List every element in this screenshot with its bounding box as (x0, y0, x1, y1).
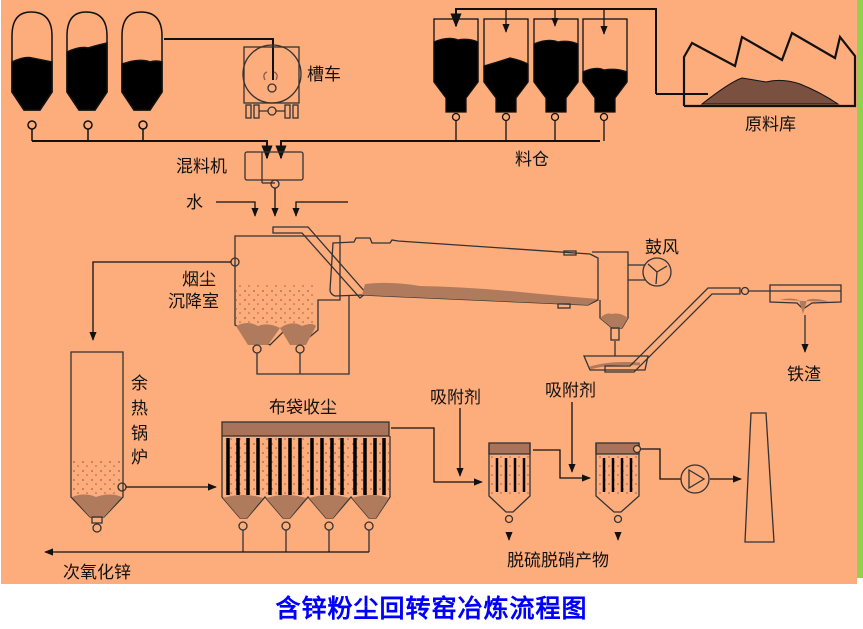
storage-tank (121, 11, 163, 141)
raw-material-yard-label: 原料库 (745, 115, 796, 135)
material-silo (433, 9, 479, 141)
boiler-label-char-1: 余 (131, 374, 148, 394)
baghouse (221, 421, 391, 552)
raw-material-yard (656, 31, 857, 108)
water-line-right (292, 201, 348, 217)
dust-settling-label-1: 烟尘 (182, 270, 216, 290)
silo-feed-line (275, 140, 600, 160)
silos-label: 料仓 (515, 150, 549, 170)
adsorbent-label-2: 吸附剂 (545, 381, 596, 401)
material-silo (533, 9, 579, 141)
kiln-discharge-head (592, 251, 645, 356)
boiler-label-char-3: 锅 (131, 424, 148, 444)
water-line-left (216, 201, 259, 217)
material-silo (582, 9, 628, 141)
slag-conveyor (583, 286, 771, 373)
slag-separator (769, 284, 842, 353)
mixer (244, 151, 304, 189)
feed-chute (272, 226, 367, 299)
blower (642, 257, 672, 287)
iron-slag-label: 铁渣 (787, 365, 821, 385)
settling-to-boiler-line (89, 261, 231, 341)
tank-to-tanker-line (164, 38, 274, 80)
filter-to-fan-line (641, 448, 681, 480)
water-label: 水 (186, 193, 203, 213)
material-silos (433, 9, 628, 141)
boiler-label-char-2: 热 (131, 399, 148, 419)
tanker (242, 44, 302, 119)
induced-draft-fan (680, 464, 710, 494)
mixer-label: 混料机 (176, 157, 227, 177)
desulfurization-filter (488, 442, 531, 541)
desulf-product-label: 脱硫脱硝产物 (507, 551, 609, 571)
desulfurization-filter (595, 442, 642, 541)
rotary-kiln (329, 237, 599, 309)
waste-heat-boiler (70, 351, 127, 533)
tank-feed-line (32, 140, 273, 160)
filter-bags (226, 438, 386, 495)
process-flow-diagram: 槽车 混料机 水 (11, 8, 857, 583)
storage-tank (11, 11, 53, 141)
diagram-title: 含锌粉尘回转窑冶炼流程图 (275, 594, 588, 623)
right-edge-border (857, 0, 863, 578)
boiler-label-char-4: 炉 (131, 448, 148, 468)
tanker-label: 槽车 (307, 65, 341, 85)
dust-settling-label-2: 沉降室 (168, 292, 219, 312)
adsorbent-label-1: 吸附剂 (430, 388, 481, 408)
baghouse-to-filter-line (391, 427, 483, 486)
stack (744, 412, 775, 543)
filter1-to-filter2-line (533, 449, 591, 482)
material-silo (483, 9, 529, 141)
baghouse-label: 布袋收尘 (269, 398, 337, 418)
storage-tank (66, 11, 108, 141)
storage-tanks (11, 11, 163, 141)
blower-label: 鼓风 (645, 238, 679, 258)
dust-settling-chamber (234, 235, 350, 375)
zinc-oxide-label: 次氧化锌 (63, 563, 131, 583)
